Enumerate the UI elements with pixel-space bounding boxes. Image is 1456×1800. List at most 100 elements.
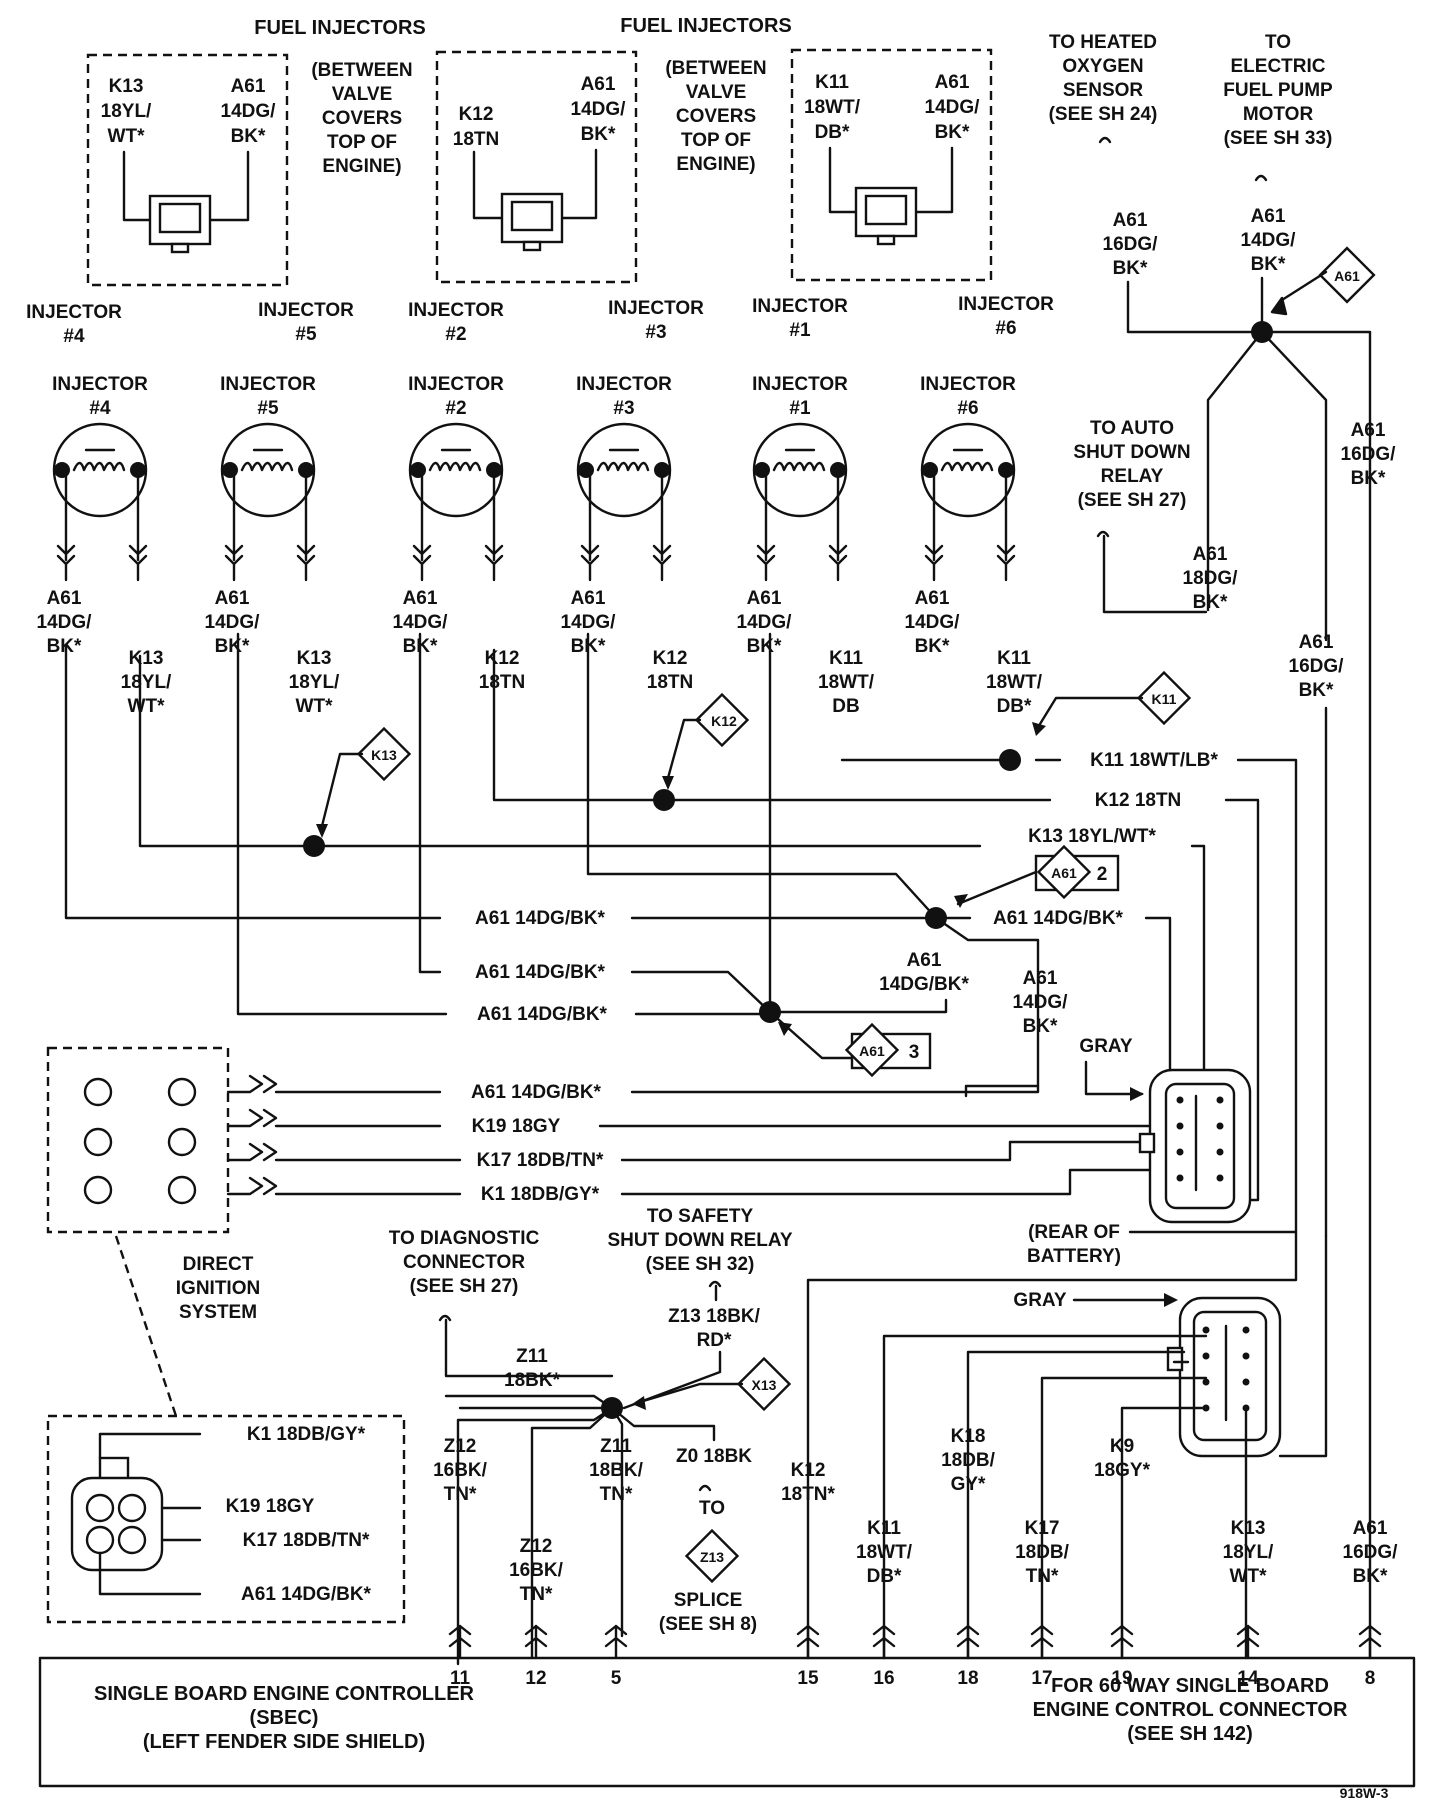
svg-text:A61: A61: [907, 950, 942, 971]
a61-splice-tag: A61: [1318, 246, 1376, 304]
svg-text:TO AUTO: TO AUTO: [1090, 418, 1174, 439]
a61-lead: [224, 474, 244, 582]
pin-wire-label: K13: [1231, 1518, 1266, 1539]
pin-wire-label: 18BK/: [589, 1460, 644, 1481]
k13-harness-label: K13 18YL/WT*: [1028, 826, 1156, 847]
pin-number: 8: [1365, 1668, 1376, 1689]
pin-wire-label: 18TN*: [781, 1484, 835, 1505]
pin-wire-label: 16BK/: [433, 1460, 488, 1481]
pin-row: Z1216BK/TN*11Z1216BK/TN*12Z1118BK/TN*5K1…: [433, 1426, 1398, 1689]
terminal-dot: [410, 462, 426, 478]
svg-text:TO: TO: [1265, 32, 1291, 53]
a61-lead-label: BK*: [747, 636, 782, 657]
svg-text:14DG/: 14DG/: [1241, 230, 1297, 251]
svg-text:(SBEC): (SBEC): [250, 1707, 319, 1729]
pin-terminal: [1110, 1624, 1134, 1660]
svg-text:ENGINE CONTROL CONNECTOR: ENGINE CONTROL CONNECTOR: [1033, 1699, 1348, 1721]
svg-text:3: 3: [909, 1042, 920, 1063]
dis-wire-labels: A61 14DG/BK* K19 18GY K17 18DB/TN* K1 18…: [471, 1082, 604, 1205]
svg-text:RD*: RD*: [697, 1330, 732, 1351]
svg-text:K12: K12: [459, 104, 494, 125]
svg-text:16DG/: 16DG/: [1103, 234, 1159, 255]
svg-text:TOP OF: TOP OF: [327, 132, 397, 153]
pin-number: 16: [873, 1668, 894, 1689]
right-wire-label-2: A61 16DG/ BK*: [1289, 632, 1345, 701]
k-lead-label: 18TN: [647, 672, 693, 693]
k11-harness-label: K11 18WT/LB*: [1090, 750, 1218, 771]
svg-text:CONNECTOR: CONNECTOR: [403, 1252, 525, 1273]
pin-wire-label: K12: [791, 1460, 826, 1481]
svg-text:(LEFT FENDER SIDE SHIELD): (LEFT FENDER SIDE SHIELD): [143, 1731, 425, 1753]
injector-number: #6: [957, 398, 978, 419]
svg-text:K12: K12: [711, 713, 737, 729]
k-lead-label: K11: [997, 648, 1031, 669]
a61-lead-label: 14DG/: [905, 612, 961, 633]
svg-text:BK*: BK*: [231, 126, 266, 147]
svg-text:ENGINE): ENGINE): [322, 156, 401, 177]
svg-text:INJECTOR: INJECTOR: [608, 298, 704, 319]
svg-text:K13: K13: [109, 76, 144, 97]
svg-text:16DG/: 16DG/: [1341, 444, 1397, 465]
a61-lower-splice: [759, 1001, 781, 1023]
svg-text:A61: A61: [1023, 968, 1058, 989]
k13-splice-tag: K13: [356, 726, 412, 782]
svg-text:A61: A61: [935, 72, 970, 93]
terminal-dot: [54, 462, 70, 478]
svg-text:#1: #1: [789, 320, 811, 341]
svg-text:A61: A61: [1299, 632, 1334, 653]
pin-terminal: [604, 1624, 628, 1660]
svg-text:X13: X13: [752, 1377, 777, 1393]
dis-connector-wires: K1 18DB/GY* K19 18GY K17 18DB/TN* A61 14…: [226, 1424, 372, 1605]
svg-text:(SEE SH 33): (SEE SH 33): [1224, 128, 1333, 149]
injector-number: #3: [613, 398, 634, 419]
terminal-dot: [654, 462, 670, 478]
svg-text:BK*: BK*: [1299, 680, 1334, 701]
pin-terminal: [956, 1624, 980, 1660]
a61-lead: [580, 474, 600, 582]
figure-id: 918W-3: [1340, 1785, 1389, 1800]
svg-text:INJECTOR: INJECTOR: [752, 296, 848, 317]
pin-wire-label: A61: [1353, 1518, 1388, 1539]
coil-symbol: [240, 448, 294, 472]
svg-text:14DG/BK*: 14DG/BK*: [879, 974, 969, 995]
injector-label: INJECTOR: [220, 374, 316, 395]
pin-wire-label: 18WT/: [856, 1542, 913, 1563]
svg-text:COVERS: COVERS: [676, 106, 756, 127]
terminal-dot: [754, 462, 770, 478]
a61-main-right-label: A61 14DG/BK*: [993, 908, 1123, 929]
coil-symbol: [772, 448, 826, 472]
terminal-dot: [830, 462, 846, 478]
pin-wire-label: K9: [1110, 1436, 1134, 1457]
svg-text:ENGINE): ENGINE): [676, 154, 755, 175]
svg-text:ELECTRIC: ELECTRIC: [1231, 56, 1326, 77]
svg-text:(SEE SH 142): (SEE SH 142): [1127, 1723, 1253, 1745]
k-lead-label: WT*: [128, 696, 166, 717]
svg-text:TO HEATED: TO HEATED: [1049, 32, 1157, 53]
injector-number: #2: [445, 398, 466, 419]
svg-text:BK*: BK*: [1351, 468, 1386, 489]
rear-battery-label: (REAR OF BATTERY): [1027, 1222, 1121, 1267]
z13-wire-label: Z13 18BK/ RD*: [668, 1306, 761, 1351]
z11-top-label: Z11 18BK*: [504, 1346, 561, 1391]
pin-wire-label: TN*: [1026, 1566, 1059, 1587]
svg-text:SPLICE: SPLICE: [674, 1590, 743, 1611]
svg-text:2: 2: [1097, 864, 1108, 885]
svg-text:A61: A61: [581, 74, 616, 95]
svg-text:(SEE SH 27): (SEE SH 27): [1078, 490, 1187, 511]
coil-symbol: [72, 448, 126, 472]
svg-text:A61: A61: [1051, 865, 1077, 881]
a61-lead-label: 14DG/: [393, 612, 449, 633]
svg-text:MOTOR: MOTOR: [1243, 104, 1314, 125]
svg-text:INJECTOR: INJECTOR: [958, 294, 1054, 315]
svg-text:VALVE: VALVE: [686, 82, 747, 103]
